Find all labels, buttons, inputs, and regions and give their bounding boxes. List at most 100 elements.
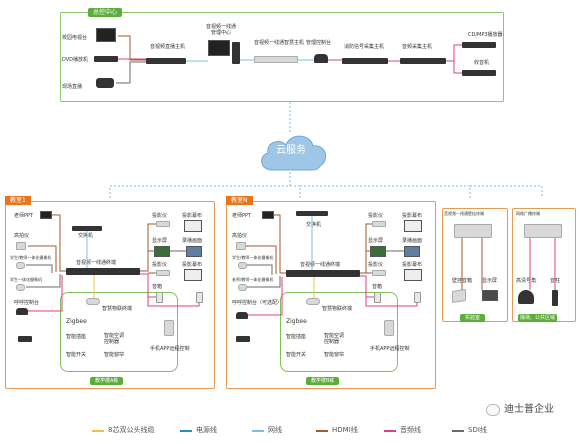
cN-console-icon bbox=[236, 312, 248, 319]
cN-smart-ac: 智能空调 控制器 bbox=[324, 333, 345, 345]
cN-terminal-label: 音视频一线通终端 bbox=[300, 262, 341, 268]
cloud-icon bbox=[261, 135, 327, 171]
c1-visualizer-icon bbox=[16, 242, 26, 250]
c1-cam1-icon bbox=[16, 262, 25, 269]
cN-teacher-ppt: 老师PPT bbox=[232, 213, 252, 219]
source-dvd-label: DVD播放机 bbox=[62, 57, 89, 63]
fire-signal-device bbox=[342, 58, 388, 64]
cN-zigbee: Zigbee bbox=[286, 318, 307, 325]
c1-recording: 录播画面 bbox=[182, 238, 203, 244]
legend-swatch-network bbox=[252, 430, 264, 432]
c1-teacher-ppt: 老师PPT bbox=[14, 213, 34, 219]
c1-smart-socket: 智能插座 bbox=[66, 334, 87, 340]
classroom1-frame bbox=[5, 201, 215, 389]
wall-display-label: 显示屏 bbox=[482, 278, 498, 284]
c1-cam2: 学生一体化摄像机 bbox=[10, 277, 42, 282]
audio-capture-device bbox=[400, 58, 446, 64]
live-host-device bbox=[146, 58, 186, 64]
cN-visualizer: 高拍仪 bbox=[232, 233, 248, 239]
c1-display: 显示屏 bbox=[152, 238, 168, 244]
watermark: 迪士普企业 bbox=[504, 404, 554, 415]
wall-terminal-device bbox=[454, 224, 492, 238]
broadcast-title: 网络广播终端 bbox=[516, 211, 540, 216]
cN-projector2: 投影仪 bbox=[368, 262, 384, 268]
legend-swatch-hdmi bbox=[316, 430, 328, 432]
legend-label-sdi: SDI线 bbox=[468, 426, 487, 434]
c1-display-icon bbox=[154, 246, 170, 257]
source-live-label: 现场直播 bbox=[62, 84, 83, 90]
fire-signal-label: 消防信号采集主机 bbox=[344, 44, 385, 50]
c1-cam2-icon bbox=[16, 284, 25, 291]
dvd-player-icon bbox=[94, 56, 118, 62]
c1-visualizer: 高拍仪 bbox=[14, 233, 30, 239]
c1-smart-frame bbox=[60, 292, 178, 372]
cd-player-device bbox=[462, 42, 496, 48]
legend-swatch-power bbox=[180, 430, 192, 432]
c1-speaker-right-icon bbox=[196, 292, 203, 303]
tv-icon bbox=[96, 28, 116, 42]
c1-mic-icon bbox=[18, 336, 32, 342]
c1-zigbee: Zigbee bbox=[66, 318, 87, 325]
radio-label: 收音机 bbox=[474, 60, 490, 66]
cN-switch-label: 交换机 bbox=[306, 222, 322, 228]
c1-console-icon bbox=[16, 308, 28, 315]
c1-smart-ac: 智能空调 控制器 bbox=[104, 333, 125, 345]
cN-phone-icon bbox=[384, 320, 394, 336]
cd-player-label: CD/MP3播放器 bbox=[468, 32, 503, 38]
cN-laptop-icon bbox=[262, 211, 274, 219]
cN-switch-device bbox=[296, 211, 328, 216]
cN-speaker-right-icon bbox=[414, 292, 421, 303]
cN-cam1: 学生/教师一体化摄像机 bbox=[232, 255, 274, 260]
cable-legend: 8芯双公头线缆 电源线 网线 HDMI线 音频线 SDI线 bbox=[0, 420, 580, 440]
control-center-frame bbox=[60, 12, 504, 102]
audio-capture-label: 音频采集主机 bbox=[402, 44, 433, 50]
horn-icon bbox=[518, 290, 534, 304]
cN-cam2: 老师/教师一体化摄像机 bbox=[232, 277, 274, 282]
cN-smart-title: 智慧物联终端 bbox=[322, 306, 353, 312]
legend-swatch-8core bbox=[92, 430, 104, 432]
c1-screen2-icon bbox=[184, 269, 202, 281]
cN-screen2: 投影幕布 bbox=[402, 262, 423, 268]
classroomN-frame bbox=[226, 201, 436, 389]
cN-speaker: 音箱 bbox=[372, 284, 383, 290]
c1-terminal-label: 音视频一线通终端 bbox=[76, 260, 117, 266]
broadcast-room-tag: 操场、公共区域 bbox=[518, 314, 558, 322]
smart-host-label: 音视频一线通智慧主机 bbox=[254, 40, 305, 46]
c1-app-control: 手机APP远程控制 bbox=[150, 346, 190, 352]
legend-label-hdmi: HDMI线 bbox=[332, 426, 358, 434]
legend-label-8core: 8芯双公头线缆 bbox=[108, 426, 155, 434]
cN-screen2-icon bbox=[404, 269, 422, 281]
cN-smart-frame bbox=[280, 292, 398, 372]
column-speaker-icon bbox=[552, 290, 558, 306]
cN-screen1-icon bbox=[404, 220, 422, 232]
legend-swatch-audio bbox=[384, 430, 396, 432]
classroomN-title: 教室N bbox=[226, 196, 253, 205]
cN-smart-curtain: 智能窗帘 bbox=[324, 352, 345, 358]
c1-projector1: 投影仪 bbox=[152, 213, 168, 219]
cN-projector1: 投影仪 bbox=[368, 213, 384, 219]
c1-smart-switch: 智能开关 bbox=[66, 352, 87, 358]
c1-screen2: 投影幕布 bbox=[182, 262, 203, 268]
cN-mic-icon bbox=[236, 336, 250, 342]
c1-laptop-icon bbox=[40, 211, 52, 219]
management-center-label: 音视频一线通 管理中心 bbox=[206, 24, 237, 36]
wall-terminal-title: 音视频一线通壁挂终端 bbox=[444, 211, 484, 216]
c1-screen1: 投影幕布 bbox=[182, 213, 203, 219]
c1-cam1: 学生/教师一体化摄像机 bbox=[10, 255, 52, 260]
management-monitor-icon bbox=[208, 40, 230, 56]
horn-label: 高清号角 bbox=[516, 278, 537, 284]
cN-display-icon bbox=[370, 246, 386, 257]
c1-phone-icon bbox=[164, 320, 174, 336]
c1-recording-icon bbox=[186, 246, 202, 257]
smart-host-device bbox=[254, 56, 298, 63]
cN-smart-hub-icon bbox=[306, 298, 320, 305]
radio-device bbox=[462, 70, 496, 76]
cN-projector2-icon bbox=[372, 270, 386, 276]
classroom1-title: 教室1 bbox=[5, 196, 31, 205]
cN-terminal-device bbox=[286, 270, 360, 277]
source-tv-label: 校园电视台 bbox=[62, 35, 88, 41]
cN-console: 呼呼控制台（可选配） bbox=[232, 300, 283, 306]
